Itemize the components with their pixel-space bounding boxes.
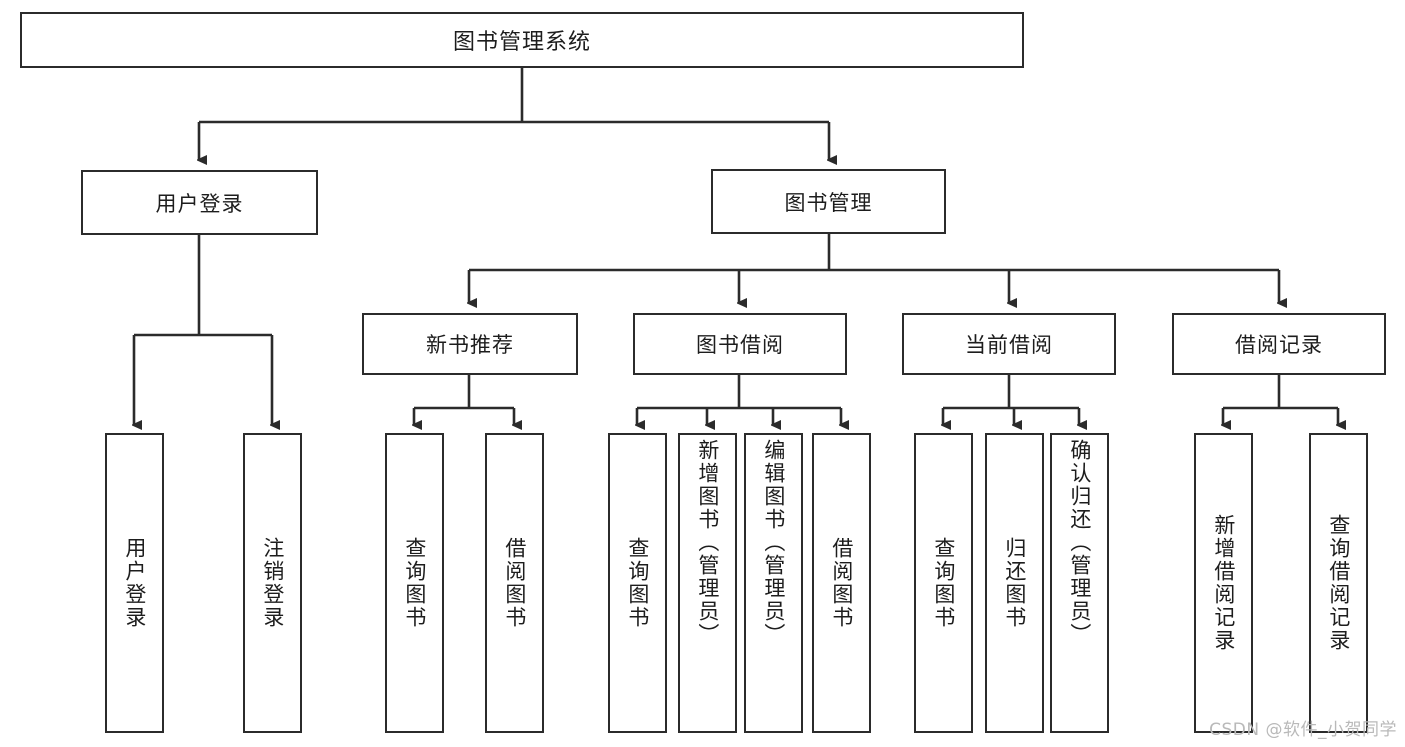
leaf-logout-login[interactable]: 注销登录 (243, 433, 302, 733)
node-new-book-recommend[interactable]: 新书推荐 (362, 313, 578, 375)
leaf-borrow-book[interactable]: 借阅图书 (812, 433, 871, 733)
node-label: 新增图书（管理员） (695, 439, 720, 646)
node-label: 查询图书 (402, 537, 427, 629)
node-borrow-record[interactable]: 借阅记录 (1172, 313, 1386, 375)
node-label: 查询图书 (931, 537, 956, 629)
node-root-book-management-system[interactable]: 图书管理系统 (20, 12, 1024, 68)
node-label: 确认归还（管理员） (1067, 439, 1092, 646)
leaf-edit-book-admin[interactable]: 编辑图书（管理员） (744, 433, 803, 733)
node-label: 图书借阅 (696, 333, 784, 357)
leaf-query-borrow-record[interactable]: 查询借阅记录 (1309, 433, 1368, 733)
node-current-borrow[interactable]: 当前借阅 (902, 313, 1116, 375)
leaf-borrow-book-recommend[interactable]: 借阅图书 (485, 433, 544, 733)
node-label: 当前借阅 (965, 333, 1053, 357)
watermark-text: CSDN @软件_小贺同学 (1209, 720, 1397, 740)
leaf-user-login[interactable]: 用户登录 (105, 433, 164, 733)
node-label: 用户登录 (122, 537, 147, 629)
leaf-query-book-borrow[interactable]: 查询图书 (608, 433, 667, 733)
node-label: 借阅图书 (502, 537, 527, 629)
node-book-management[interactable]: 图书管理 (711, 169, 946, 234)
node-label: 借阅记录 (1235, 333, 1323, 357)
node-label: 借阅图书 (829, 537, 854, 629)
leaf-query-book-current[interactable]: 查询图书 (914, 433, 973, 733)
node-label: 新书推荐 (426, 333, 514, 357)
leaf-query-book-recommend[interactable]: 查询图书 (385, 433, 444, 733)
node-label: 归还图书 (1002, 537, 1027, 629)
node-label: 用户登录 (155, 191, 244, 216)
node-label: 查询图书 (625, 537, 650, 629)
leaf-add-book-admin[interactable]: 新增图书（管理员） (678, 433, 737, 733)
node-book-borrow[interactable]: 图书借阅 (633, 313, 847, 375)
node-label: 图书管理系统 (452, 30, 591, 55)
leaf-add-borrow-record[interactable]: 新增借阅记录 (1194, 433, 1253, 733)
node-label: 查询借阅记录 (1326, 514, 1351, 652)
node-label: 注销登录 (260, 537, 285, 629)
node-label: 新增借阅记录 (1211, 514, 1236, 652)
node-user-login[interactable]: 用户登录 (81, 170, 318, 235)
node-label: 编辑图书（管理员） (761, 439, 786, 646)
leaf-confirm-return-admin[interactable]: 确认归还（管理员） (1050, 433, 1109, 733)
leaf-return-book[interactable]: 归还图书 (985, 433, 1044, 733)
node-label: 图书管理 (784, 190, 873, 215)
